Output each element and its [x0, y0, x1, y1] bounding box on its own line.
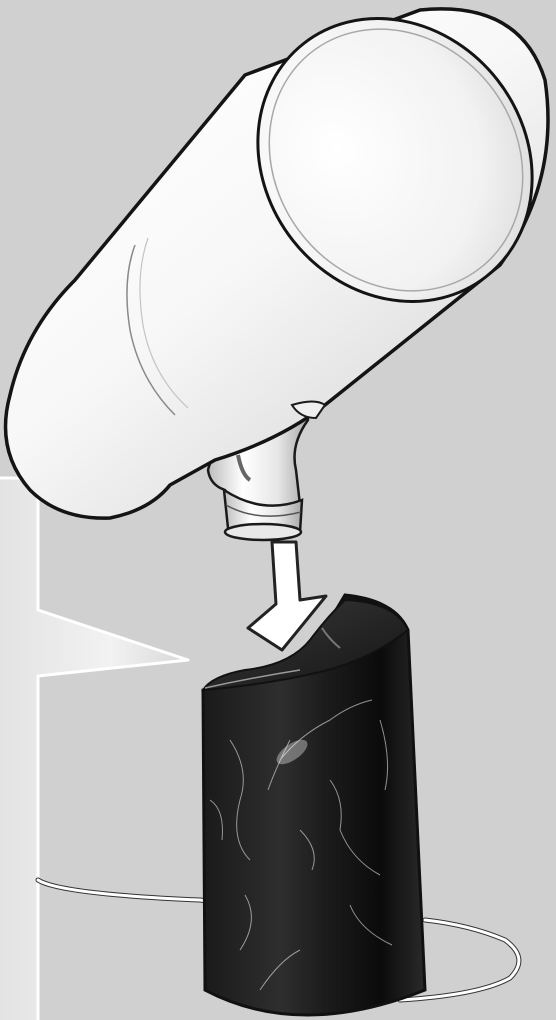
marble-base — [203, 595, 425, 1015]
callout-box — [0, 478, 188, 1020]
